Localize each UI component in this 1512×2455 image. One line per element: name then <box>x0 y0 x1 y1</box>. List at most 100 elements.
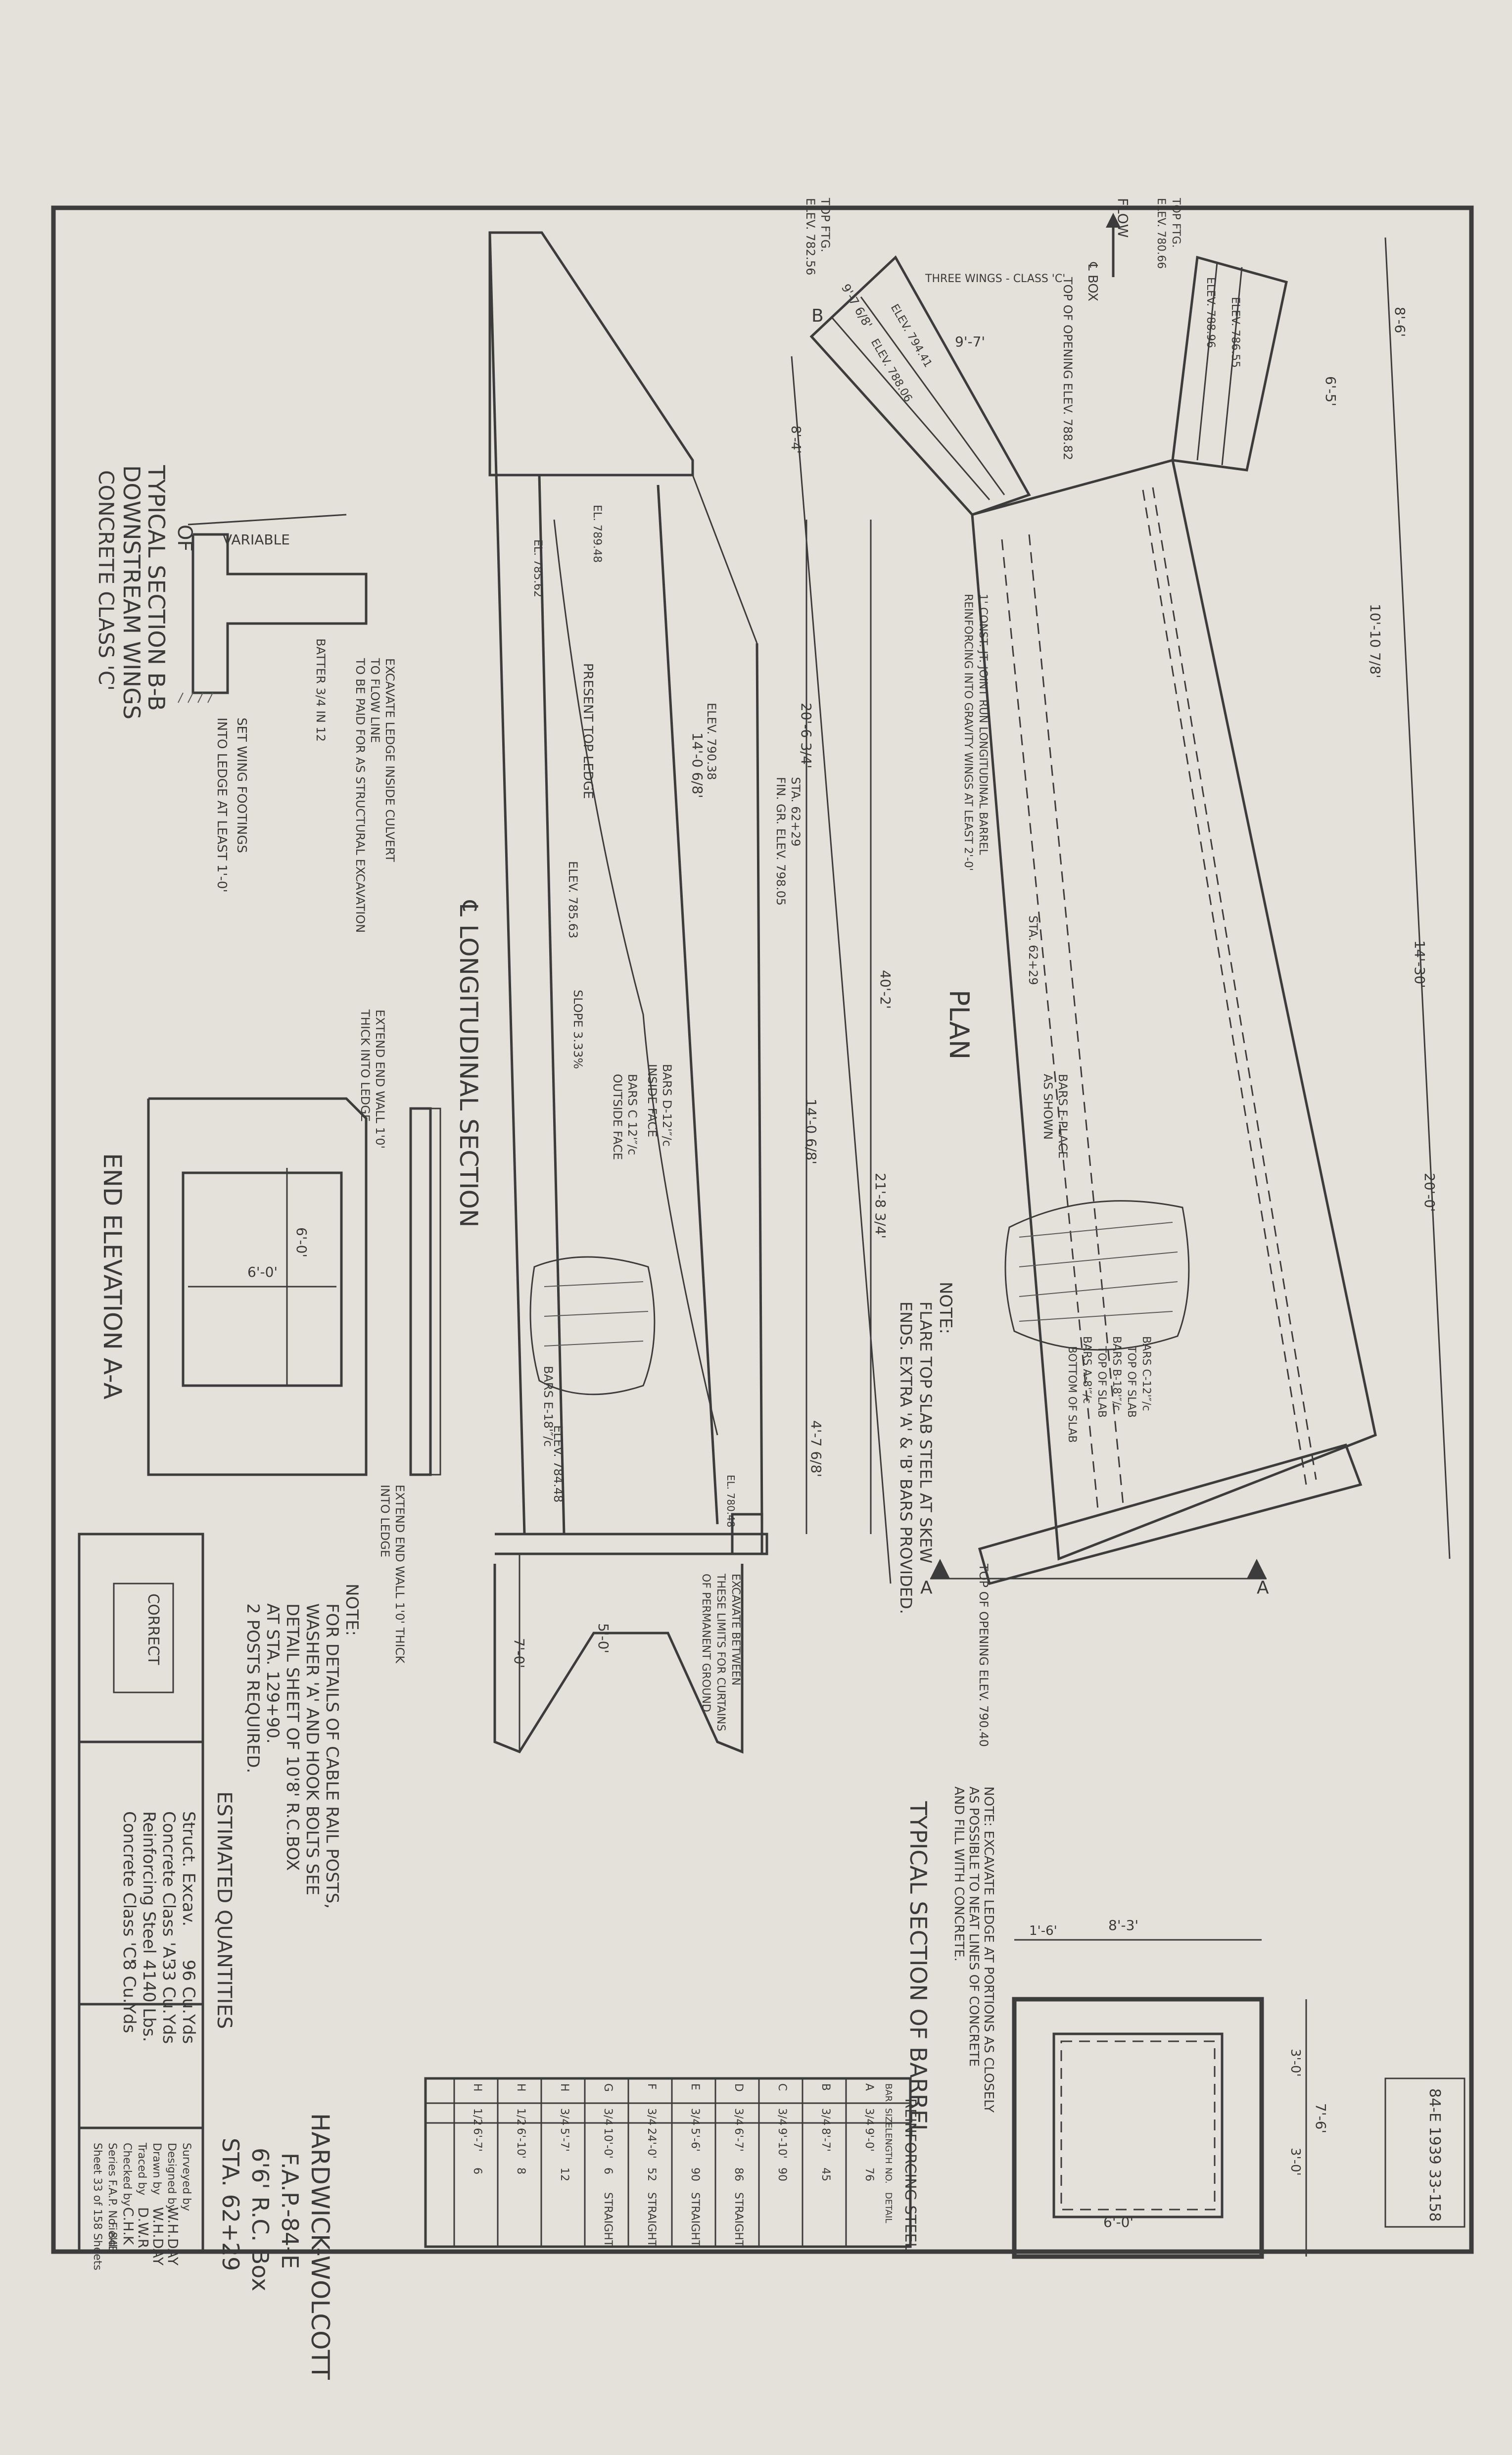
bars-plan: TOP OF SLAB <box>1095 1346 1108 1418</box>
flow-arrow-head <box>1106 213 1121 228</box>
rebar-title: REINFORCING STEEL <box>901 2098 919 2251</box>
elevation-label: FIN. GR. ELEV. 798.05 <box>774 777 788 906</box>
top-ftg-left: ELEV. 782.56 <box>803 198 817 275</box>
rebar-cell-bar: H <box>515 2083 527 2092</box>
dimension-label: 8'-3' <box>1108 1917 1138 1933</box>
rebar-line <box>544 1311 649 1317</box>
rebar-cell-bar: F <box>645 2083 658 2090</box>
note-line: DETAIL SHEET OF 10'8' R.C.BOX <box>283 1603 302 1871</box>
long-ledge-line <box>553 519 718 1436</box>
barrel-rebar <box>1060 2040 1216 2211</box>
excavate-between: OF PERMANENT GROUND <box>700 1574 712 1712</box>
plan-wing-batter <box>860 296 1005 495</box>
three-wings-label: THREE WINGS - CLASS 'C' <box>925 273 1065 285</box>
note-line: AT STA. 129+90. <box>263 1603 283 1744</box>
rebar-cell-bar: H <box>471 2083 483 2092</box>
dimension-label: 1'-6' <box>1029 1924 1057 1938</box>
rebar-cell-detail: STRAIGHT <box>602 2192 614 2247</box>
top-opening-lower: TOP OF OPENING ELEV. 790.40 <box>977 1563 991 1747</box>
top-ftg-left: TOP FTG. <box>818 197 832 252</box>
elevation-label: STA. 62+29 <box>789 777 803 846</box>
extend-end-wall: EXTEND END WALL 1'0' <box>373 1010 387 1149</box>
rebar-col-header: NO. <box>883 2167 894 2184</box>
dimension-label: 7'-6' <box>1313 2103 1329 2133</box>
excavate-culvert-label: TO BE PAID FOR AS STRUCTURAL EXCAVATION <box>353 658 367 933</box>
extend-end-wall: INTO LEDGE <box>378 1485 392 1557</box>
excavate-culvert-label: EXCAVATE LEDGE INSIDE CULVERT <box>383 658 397 862</box>
bb-wing-profile <box>191 533 368 694</box>
dimension-label: 6'-0' <box>1103 2214 1134 2230</box>
plan-wing-batter <box>1221 267 1243 466</box>
rebar-cell-no: 6 <box>471 2167 483 2174</box>
rebar-cell-bar: C <box>776 2083 788 2091</box>
barrel-section <box>1012 1939 1307 2259</box>
rebar-cell-detail: STRAIGHT <box>645 2192 658 2247</box>
end-elevation-title: END ELEVATION A-A <box>98 1153 127 1399</box>
flow-label: FLOW <box>1115 198 1131 238</box>
plan-view <box>791 213 1451 1586</box>
quantity-name: Struct. Excav. <box>179 1811 198 1926</box>
dimension-label: 10'-10 7/8' <box>1367 604 1383 678</box>
note-line: FOR DETAILS OF CABLE RAIL POSTS, <box>322 1603 342 1909</box>
top-ftg-right: ELEV. 780.66 <box>1155 198 1167 269</box>
rebar-cell-length: 8'-7' <box>819 2128 832 2152</box>
title-block-frame <box>78 1533 204 2253</box>
plan-wing-right <box>1171 255 1288 472</box>
end-elevation-aa <box>147 1097 441 1476</box>
sheet-number: Sheet 33 of 158 Sheets <box>91 2143 103 2270</box>
const-joint-note: 1' CONST. JT. JOINT RUN LONGITUDINAL BAR… <box>977 594 989 855</box>
plan-wall-line <box>1001 539 1099 1515</box>
rebar-cell-size: 1/2 <box>515 2108 527 2125</box>
plan-wing-left <box>809 255 1031 516</box>
dimension-label: 5'-0' <box>595 1623 612 1653</box>
excavate-between: EXCAVATE BETWEEN <box>729 1574 742 1685</box>
variable-label: VARIABLE <box>223 531 290 548</box>
project-name: HARDWICK-WOLCOTT <box>306 2113 334 2380</box>
rebar-cell-length: 5'-7' <box>558 2128 570 2152</box>
elevation-label: EL. 785.62 <box>531 539 544 597</box>
sheet-text: PLAN ℄ LONGITUDINAL SECTION END ELEVATIO… <box>91 197 1443 2380</box>
dimension-label: 14'-30' <box>1412 940 1428 988</box>
plan-dim-line <box>791 356 892 1584</box>
rebar-cell-no: 86 <box>732 2167 745 2181</box>
rebar-cell-length: 24'-0' <box>645 2128 658 2159</box>
long-cutoff <box>731 1513 763 1555</box>
rebar-line <box>1019 1281 1178 1297</box>
rebar-cell-detail: STRAIGHT <box>732 2192 745 2247</box>
rebar-cell-size: 3/4 <box>645 2108 658 2125</box>
rebar-cell-length: 9'-10' <box>776 2128 788 2159</box>
quantity-value: 4140 Lbs. <box>139 1960 159 2042</box>
credit-role: Drawn by <box>150 2143 163 2195</box>
barrel-title: TYPICAL SECTION OF BARREL <box>905 1801 932 2137</box>
plan-rebar-patch <box>1004 1200 1190 1351</box>
plan-wing-batter <box>830 316 991 500</box>
long-rebar-patch <box>529 1256 656 1396</box>
correct-stamp: CORRECT <box>144 1593 162 1665</box>
dimension-label: 8'-4' <box>788 426 803 454</box>
plan-wall-line <box>1142 489 1307 1485</box>
credit-role: Surveyed by <box>180 2143 192 2211</box>
set-wing-label: SET WING FOOTINGS <box>234 718 249 853</box>
bars-c: BARS C 12'″/c <box>625 1074 639 1155</box>
rebar-cell-detail: STRAIGHT <box>689 2192 701 2247</box>
rebar-cell-length: 6'-7' <box>732 2128 745 2152</box>
rebar-rows: A3/49'-0'76B3/48'-7'45C3/49'-10'90D3/46'… <box>453 2078 875 2247</box>
rebar-line <box>544 1341 644 1347</box>
bars-plan: BOTTOM OF SLAB <box>1066 1346 1078 1443</box>
credit-name: W.H.DAY <box>165 2207 181 2266</box>
rebar-cell-size: 3/4 <box>689 2108 701 2125</box>
note-line: AS POSSIBLE TO NEAT LINES OF CONCRETE <box>966 1786 981 2067</box>
longitudinal-title: ℄ LONGITUDINAL SECTION <box>454 900 483 1227</box>
rebar-line <box>1019 1311 1173 1322</box>
elevation-label: ELEV. 786.55 <box>1229 297 1241 368</box>
dimension-label: 6'-0' <box>247 1264 278 1280</box>
rebar-cell-length: 9'-0' <box>863 2128 875 2152</box>
rebar-cell-no: 90 <box>689 2167 701 2181</box>
note-line: WASHER 'A' AND HOOK BOLTS SEE <box>302 1603 322 1895</box>
set-wing-label: INTO LEDGE AT LEAST 1'-0' <box>214 718 229 893</box>
quantity-value: 8 Cu.Yds <box>119 1960 139 2033</box>
rebar-cell-length: 6'-7' <box>471 2128 483 2152</box>
plan-dim-line <box>1384 237 1451 1559</box>
